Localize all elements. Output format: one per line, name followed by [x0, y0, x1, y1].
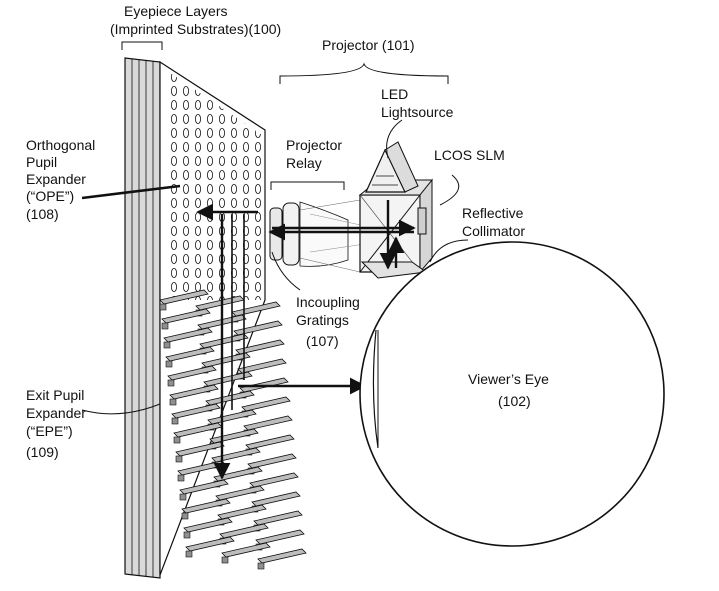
epe-shelf: [175, 441, 225, 457]
epe-shelf: [209, 428, 259, 444]
epe-shelf-edge: [163, 341, 171, 349]
epe-shelf: [233, 320, 283, 336]
epe-shelf-edge: [175, 455, 183, 463]
epe-shelf: [243, 415, 293, 431]
epe-shelf: [165, 346, 215, 362]
epe-shelf: [167, 365, 217, 381]
projector-bracket: [279, 62, 449, 84]
label-epe-line1: Exit Pupil: [26, 387, 84, 403]
label-ope-line2: Pupil: [26, 154, 57, 170]
epe-leader: [81, 403, 161, 415]
epe-shelf: [169, 384, 219, 400]
label-incoupling-line3: (107): [306, 333, 339, 349]
epe-shelf: [255, 529, 305, 545]
epe-shelf: [215, 485, 265, 501]
epe-shelf: [221, 542, 271, 558]
epe-shelf: [183, 517, 233, 533]
labels: Eyepiece Layers (Imprinted Substrates)(1…: [26, 3, 549, 460]
epe-shelf-edge: [177, 474, 185, 482]
label-ope-line3: Expander: [26, 171, 86, 187]
ope-pointer: [81, 184, 181, 200]
substrate-edge: [124, 57, 161, 579]
epe-shelf: [185, 536, 235, 552]
epe-shelf: [203, 371, 253, 387]
label-relay-line1: Projector: [286, 137, 342, 153]
viewers-eye: [359, 241, 665, 547]
label-epe-line2: Expander: [26, 405, 86, 421]
epe-shelf: [247, 453, 297, 469]
eye-lens-arc: [372, 329, 379, 449]
label-ope-line4: (“OPE”): [26, 188, 74, 204]
led-leader: [386, 119, 403, 159]
epe-shelf: [253, 510, 303, 526]
label-eye-line1: Viewer’s Eye: [468, 371, 549, 387]
lcos-leader: [439, 174, 460, 206]
label-led-line1: LED: [381, 86, 408, 102]
epe-shelf: [241, 396, 291, 412]
epe-shelf: [199, 333, 249, 349]
epe-shelf: [205, 390, 255, 406]
epe-shelf: [217, 504, 267, 520]
epe-shelf: [237, 358, 287, 374]
epe-shelf: [251, 491, 301, 507]
eye-circle: [359, 241, 665, 547]
projector-relay-lenses: [269, 199, 366, 273]
label-epe-line4: (109): [26, 444, 59, 460]
epe-shelf: [181, 498, 231, 514]
ope-grating-region: [166, 70, 262, 300]
epe-shelf: [235, 339, 285, 355]
relay-bracket: [270, 181, 345, 190]
label-epe-line3: (“EPE”): [26, 423, 73, 439]
epe-shelf: [207, 409, 257, 425]
epe-shelf: [159, 289, 209, 305]
label-lcos: LCOS SLM: [434, 147, 505, 163]
eyepiece-layers: [124, 57, 266, 579]
label-collimator-line2: Collimator: [462, 223, 525, 239]
label-incoupling-line2: Gratings: [296, 312, 349, 328]
label-eyepiece-line1: Eyepiece Layers: [124, 3, 228, 19]
epe-shelf: [171, 403, 221, 419]
epe-shelf-edge: [167, 379, 175, 387]
epe-shelf: [211, 447, 261, 463]
epe-shelf: [249, 472, 299, 488]
label-collimator-line1: Reflective: [462, 205, 524, 221]
epe-shelf-edge: [181, 512, 189, 520]
epe-shelf: [161, 308, 211, 324]
epe-shelf-edge: [171, 417, 179, 425]
epe-shelf: [219, 523, 269, 539]
led-lightsource: [365, 141, 419, 193]
epe-shelf-edge: [257, 562, 265, 570]
label-ope-line1: Orthogonal: [26, 137, 95, 153]
epe-shelf: [245, 434, 295, 450]
epe-shelf-edge: [221, 556, 229, 564]
epe-shelf: [163, 327, 213, 343]
epe-shelf-edge: [185, 550, 193, 558]
projector-assembly: [269, 141, 434, 279]
epe-shelf-edge: [173, 436, 181, 444]
annotation-leaders: [81, 41, 469, 415]
label-incoupling-line1: Incoupling: [296, 294, 360, 310]
epe-shelf-edge: [165, 360, 173, 368]
epe-shelf: [179, 479, 229, 495]
eyepiece-bracket: [121, 41, 163, 50]
label-relay-line2: Relay: [286, 155, 322, 171]
epe-shelf-edge: [169, 398, 177, 406]
label-eye-line2: (102): [498, 393, 531, 409]
epe-grating-shelves: [159, 289, 307, 570]
label-eyepiece-line2: (Imprinted Substrates)(100): [110, 21, 281, 37]
label-projector: Projector (101): [322, 37, 415, 53]
epe-shelf-edge: [161, 322, 169, 330]
epe-shelf: [257, 548, 307, 564]
label-led-line2: Lightsource: [381, 104, 454, 120]
collimator-leader: [429, 239, 469, 263]
epe-shelf-edge: [183, 531, 191, 539]
reflective-collimator: [417, 207, 427, 235]
epe-shelf-edge: [179, 493, 187, 501]
epe-shelf-edge: [159, 303, 167, 311]
incoupling-leader: [271, 251, 301, 291]
label-ope-line5: (108): [26, 206, 59, 222]
light-path: [196, 200, 416, 480]
